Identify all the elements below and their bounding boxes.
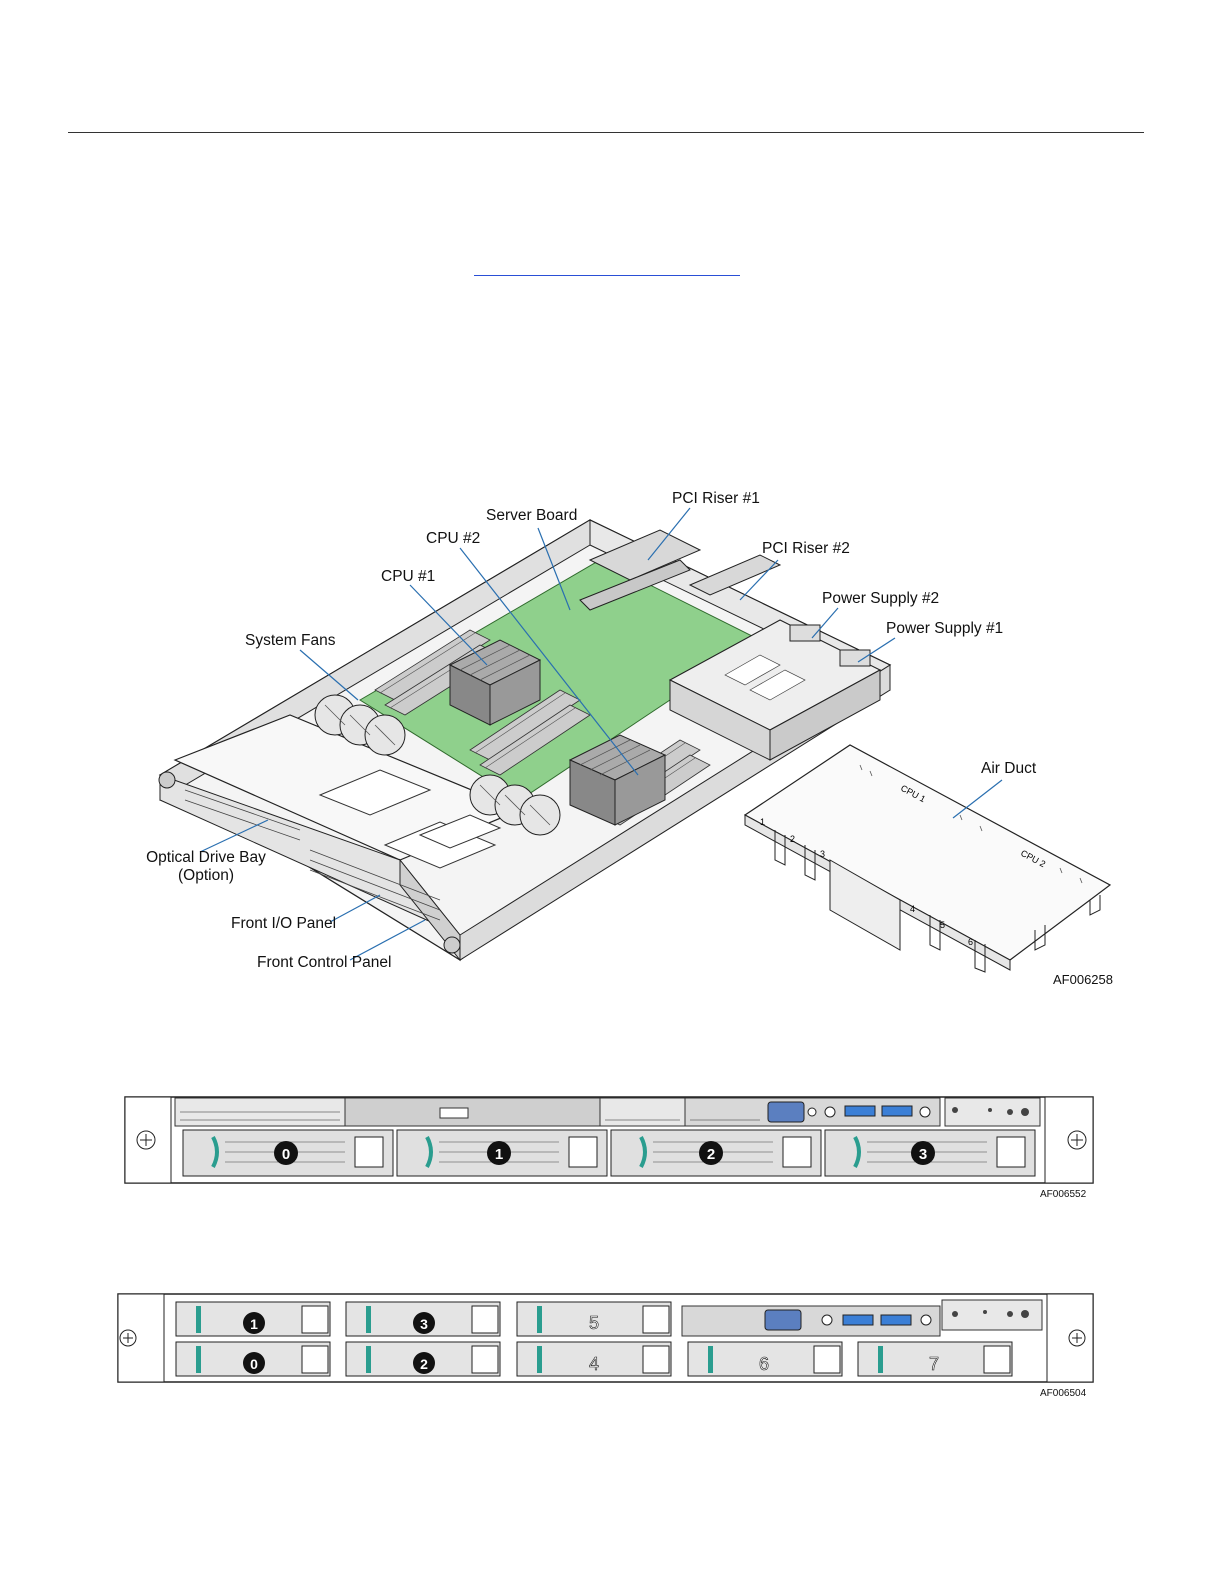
drive-number-top-5: 5 xyxy=(589,1313,599,1333)
figure-id-af006258: AF006258 xyxy=(1053,972,1113,987)
label-front-io-panel: Front I/O Panel xyxy=(231,915,336,933)
label-air-duct: Air Duct xyxy=(981,760,1036,778)
label-pci-riser-1: PCI Riser #1 xyxy=(672,490,760,508)
label-cpu-1: CPU #1 xyxy=(381,568,435,586)
label-server-board: Server Board xyxy=(486,507,577,525)
drive-number-0: 0 xyxy=(282,1146,290,1163)
label-system-fans: System Fans xyxy=(245,632,335,650)
front-panel-4-drive: 0 1 2 3 xyxy=(0,1090,1225,1200)
drive-number-bottom-4: 4 xyxy=(589,1354,599,1374)
duct-mark-4: 4 xyxy=(910,904,915,914)
figure-id-af006504: AF006504 xyxy=(1040,1388,1086,1399)
label-optical-drive-bay: Optical Drive Bay (Option) xyxy=(146,849,266,885)
figure-id-af006552: AF006552 xyxy=(1040,1189,1086,1200)
drive-number-bottom-6: 6 xyxy=(759,1354,769,1374)
label-cpu-2: CPU #2 xyxy=(426,530,480,548)
air-duct: CPU 1 CPU 2 1 2 3 4 5 6 xyxy=(745,745,1110,972)
duct-mark-5: 5 xyxy=(940,920,945,930)
duct-mark-6: 6 xyxy=(968,937,973,947)
duct-mark-2: 2 xyxy=(790,834,795,844)
drive-number-2: 2 xyxy=(707,1146,715,1163)
drive-number-3: 3 xyxy=(919,1146,927,1163)
label-power-supply-1: Power Supply #1 xyxy=(886,620,1003,638)
duct-mark-3: 3 xyxy=(820,849,825,859)
drive-number-bottom-7: 7 xyxy=(929,1354,939,1374)
drive-number-bottom-0: 0 xyxy=(250,1356,258,1372)
drive-number-top-1: 1 xyxy=(250,1316,258,1332)
label-optical-drive-bay-line2: (Option) xyxy=(146,867,266,885)
drive-number-top-3: 3 xyxy=(420,1316,428,1332)
label-front-control-panel: Front Control Panel xyxy=(257,954,391,972)
label-pci-riser-2: PCI Riser #2 xyxy=(762,540,850,558)
label-power-supply-2: Power Supply #2 xyxy=(822,590,939,608)
front-panel-8-drive: 1 3 5 0 2 4 6 7 xyxy=(0,1288,1225,1388)
duct-mark-1: 1 xyxy=(760,817,765,827)
drive-number-1: 1 xyxy=(495,1146,503,1163)
drive-number-bottom-2: 2 xyxy=(420,1356,428,1372)
label-optical-drive-bay-line1: Optical Drive Bay xyxy=(146,849,266,867)
